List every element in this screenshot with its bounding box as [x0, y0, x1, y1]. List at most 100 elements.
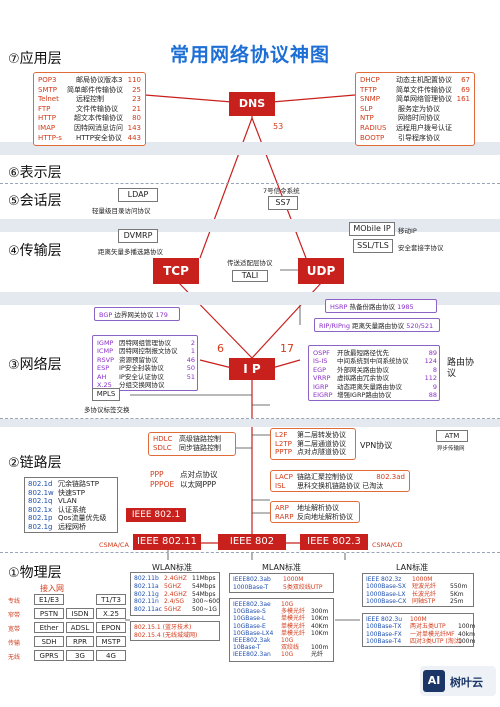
ieee80211-node: IEEE 802.11 — [133, 534, 201, 550]
access-network-cell: E1/E3 — [34, 594, 64, 605]
dns-node: DNS — [229, 92, 275, 116]
watermark: AI 树叶云 — [420, 666, 496, 696]
wlan-extra: 802.15.1 (蓝牙技术) 802.15.4 (无线城域网) — [130, 621, 220, 641]
access-category-label: 无线 — [8, 654, 21, 661]
vpn-label: VPN协议 — [360, 441, 393, 450]
access-category-label: 专线 — [8, 598, 21, 605]
access-network-cell: GPRS — [34, 650, 64, 661]
layer-separator — [0, 183, 500, 184]
access-category-label: 宽带 — [8, 626, 21, 633]
layer-session: ⑤会话层 — [8, 193, 62, 209]
atm-desc: 异步传输网 — [437, 446, 465, 452]
access-network-title: 接入网 — [40, 584, 64, 593]
tali-box: TALI — [232, 270, 268, 282]
wlan-title: WLAN标准 — [152, 563, 193, 572]
mpls-desc: 多协议标签交换 — [84, 406, 130, 414]
mobileip-box: MObile IP — [349, 222, 395, 236]
access-network-cell: SDH — [34, 636, 64, 647]
layer-band — [0, 419, 500, 427]
atm-box: ATM — [436, 430, 468, 442]
lan-title: LAN标准 — [396, 563, 429, 572]
access-network-cell: 3G — [66, 650, 94, 661]
ip-node: I P — [229, 358, 275, 380]
ldap-desc: 轻量级目录访问协议 — [92, 207, 151, 215]
csma-cd-label: CSMA/CD — [372, 541, 403, 549]
layer-application: ⑦应用层 — [8, 51, 62, 67]
ssl-box: SSL/TLS — [353, 239, 393, 253]
watermark-logo: AI — [423, 670, 445, 692]
ip-proto-6: 6 — [217, 342, 224, 355]
ip-proto-17: 17 — [280, 342, 294, 355]
rip-box: RIP/RIPng 距离矢量路由协议 520/521 — [314, 318, 440, 332]
layer-physical: ①物理层 — [8, 565, 62, 581]
csma-ca-label: CSMA/CA — [99, 541, 129, 549]
dvmrp-desc: 距离矢量多播选路协议 — [98, 248, 163, 256]
layer-separator — [0, 418, 500, 419]
access-network-cell: T1/T3 — [96, 594, 126, 605]
routing-label: 路由协议 — [447, 358, 475, 379]
page-title: 常用网络协议神图 — [169, 44, 330, 66]
bgp-box: BGP 边界网关协议 179 — [94, 307, 180, 321]
man-title: MLAN标准 — [262, 563, 301, 572]
layer-transport: ④传输层 — [8, 243, 62, 259]
mpls-box: MPLS — [92, 388, 120, 401]
dns-port: 53 — [273, 122, 284, 131]
ieee8021-node: IEEE 802.1 — [126, 508, 186, 522]
access-network-cell: Ether — [34, 622, 64, 633]
layer-band — [0, 219, 500, 232]
ieee802-node: IEEE 802 — [218, 534, 286, 550]
tcp-node: TCP — [153, 258, 199, 284]
ldap-box: LDAP — [118, 188, 158, 202]
access-category-label: 传输 — [8, 640, 21, 647]
